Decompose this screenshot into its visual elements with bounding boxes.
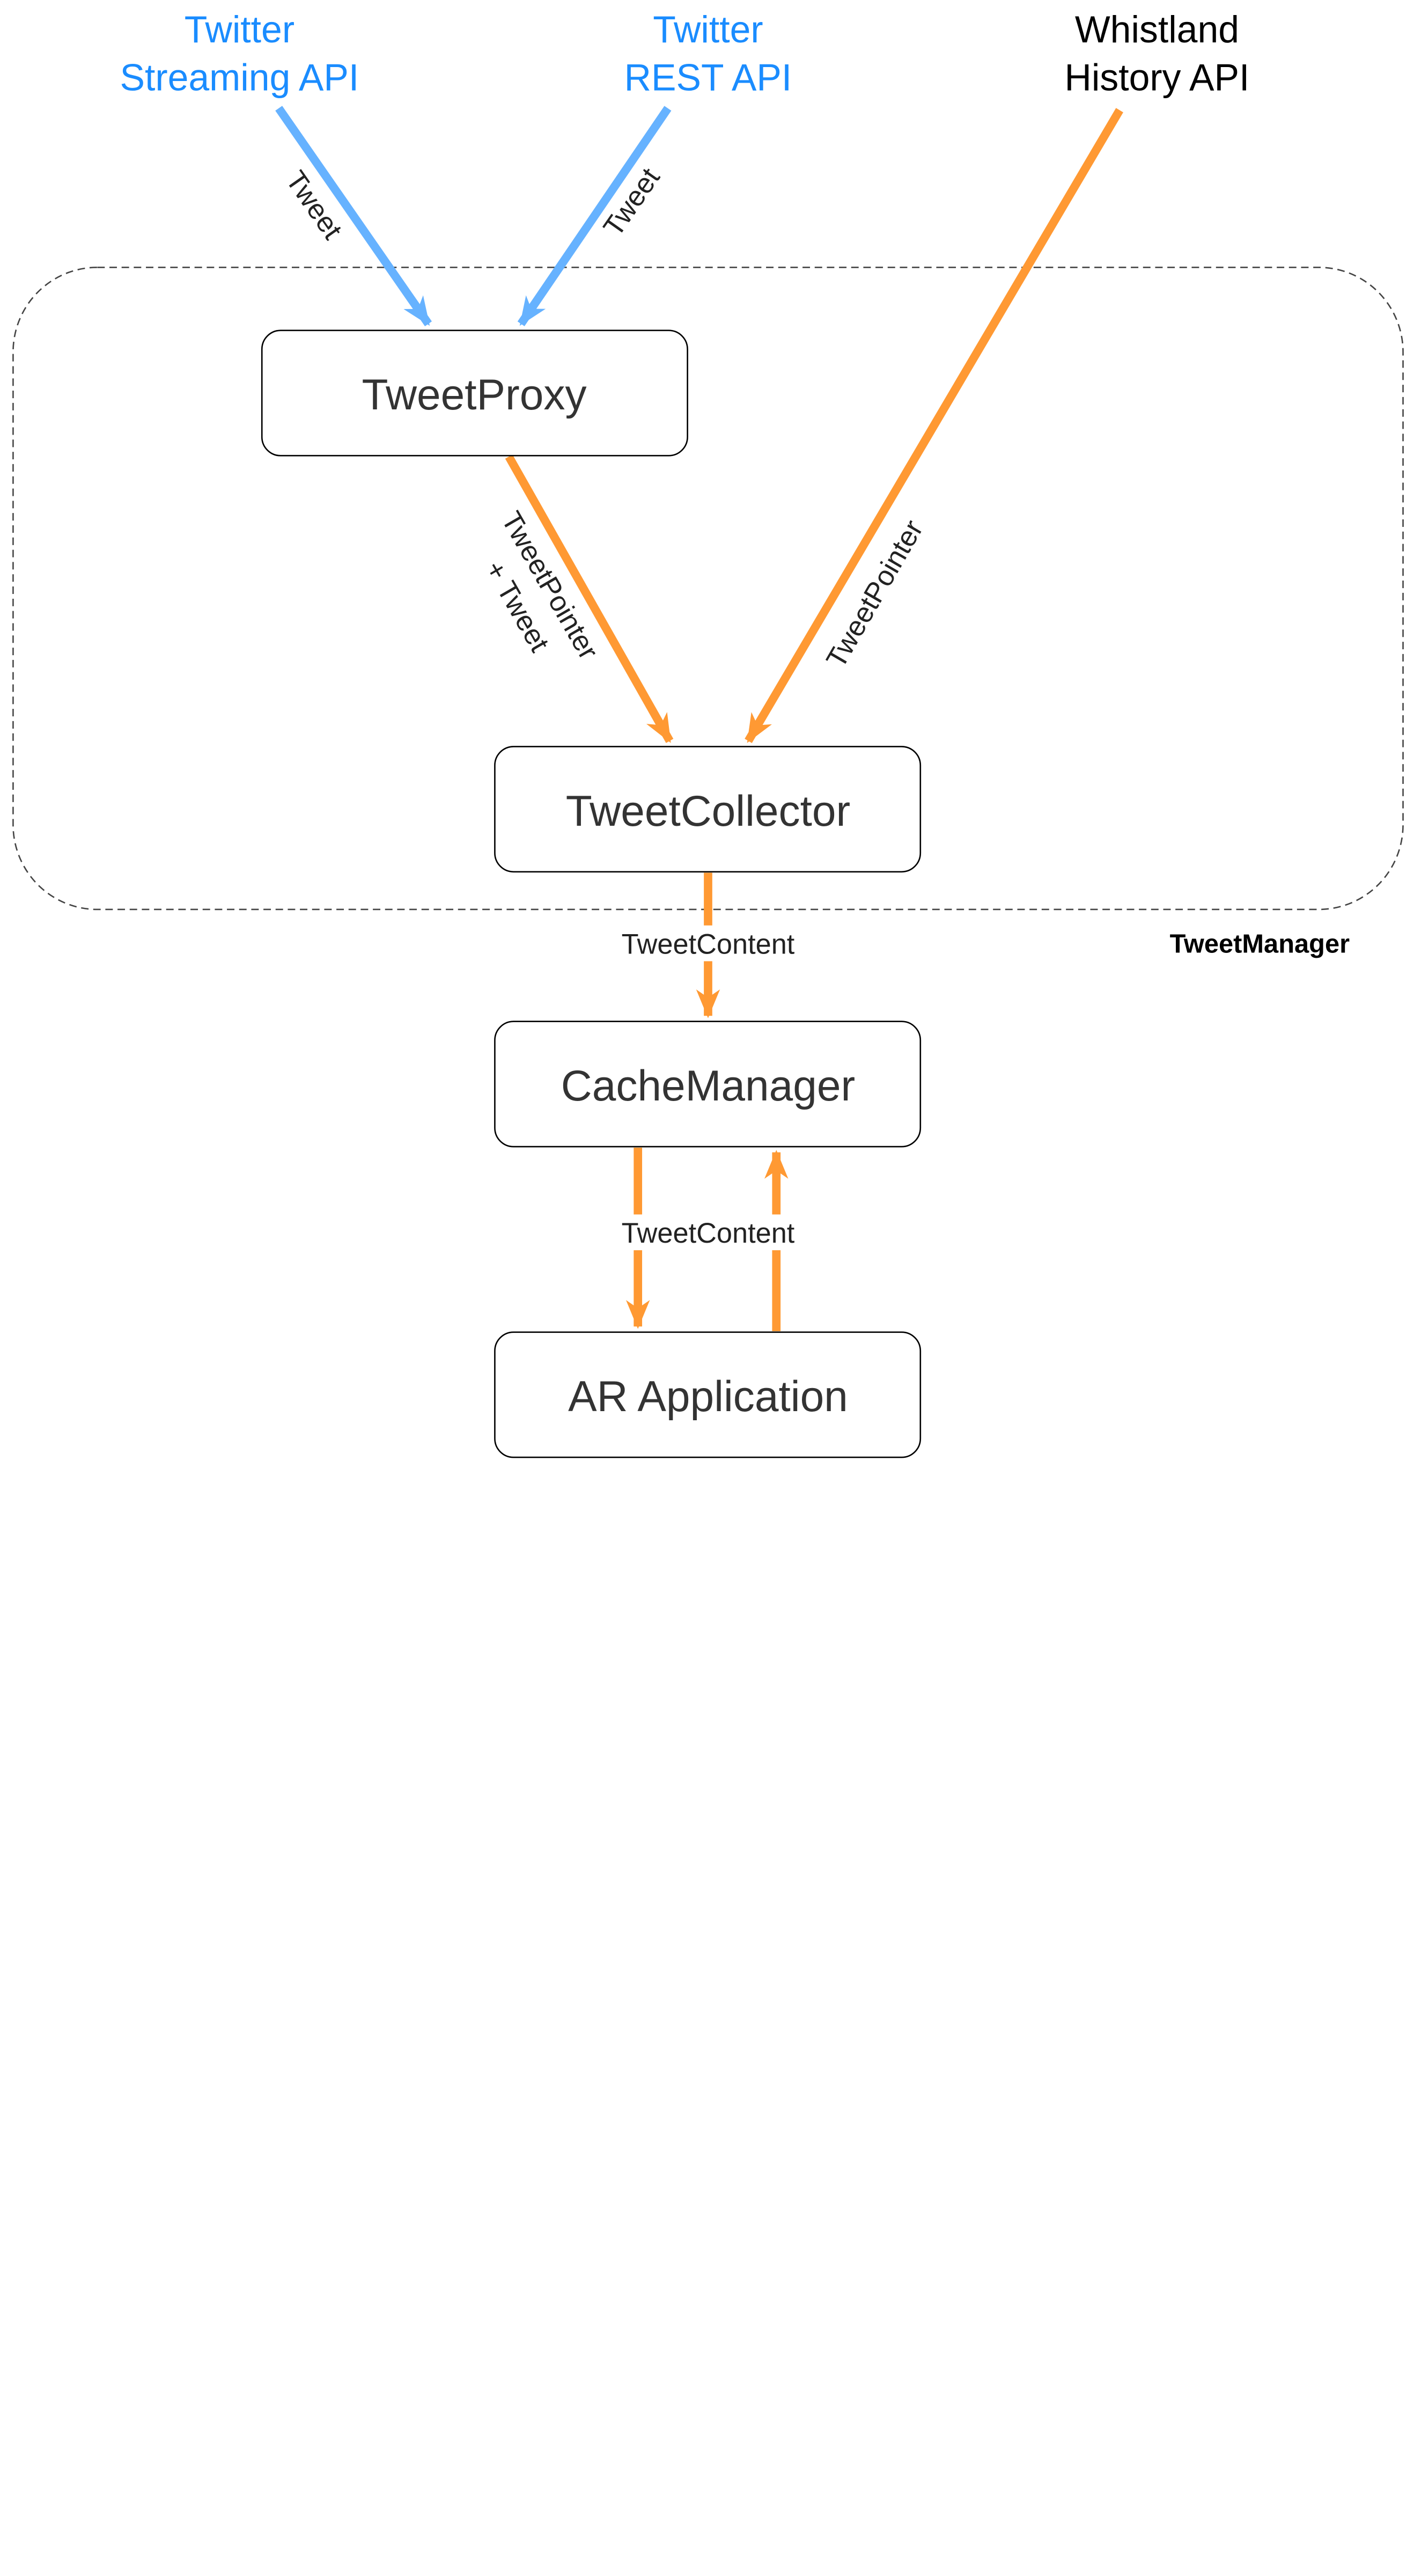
cachemanager-box: [494, 1021, 922, 1148]
edge-label-streaming-tweet: Tweet: [279, 165, 348, 245]
source-twitter-rest: Twitter REST API: [624, 9, 792, 99]
arrow-streaming-to-proxy: [275, 106, 432, 327]
source-history-line1: Whistland: [1075, 9, 1239, 50]
component-cachemanager: CacheManager: [494, 1021, 922, 1148]
edge-label-cache-app: TweetContent: [622, 1218, 795, 1249]
source-rest-line1: Twitter: [653, 9, 763, 50]
arrow-proxy-to-collector: [505, 454, 674, 743]
source-streaming-line2: Streaming API: [120, 56, 359, 98]
arrow-history-to-collector: [745, 108, 1123, 743]
source-twitter-streaming: Twitter Streaming API: [120, 9, 359, 99]
tweetcollector-label: TweetCollector: [566, 787, 850, 835]
component-tweetcollector: TweetCollector: [494, 746, 922, 873]
component-ar-application: AR Application: [494, 1331, 922, 1458]
tweetproxy-label: TweetProxy: [362, 371, 587, 419]
edge-label-cache-app-bg: [602, 1214, 814, 1251]
source-history-line2: History API: [1065, 56, 1250, 98]
architecture-diagram: Twitter Streaming API Twitter REST API W…: [12, 9, 1404, 1458]
tweetcollector-box: [494, 746, 922, 873]
cachemanager-label: CacheManager: [561, 1062, 855, 1110]
edge-label-collector-cache-group: TweetContent: [602, 925, 814, 962]
arrow-rest-to-proxy: [517, 106, 672, 327]
component-tweetproxy: TweetProxy: [261, 329, 688, 457]
tweetproxy-box: [261, 329, 688, 457]
source-whistland-history: Whistland History API: [1065, 9, 1250, 99]
tweetmanager-label: TweetManager: [1170, 930, 1350, 959]
ar-application-label: AR Application: [568, 1373, 848, 1421]
edge-label-collector-cache: TweetContent: [622, 929, 795, 960]
ar-application-box: [494, 1331, 922, 1458]
source-rest-line2: REST API: [624, 56, 792, 98]
source-streaming-line1: Twitter: [185, 9, 294, 50]
edge-label-cache-app-group: TweetContent: [602, 1214, 814, 1251]
edge-label-collector-cache-bg: [602, 925, 814, 962]
